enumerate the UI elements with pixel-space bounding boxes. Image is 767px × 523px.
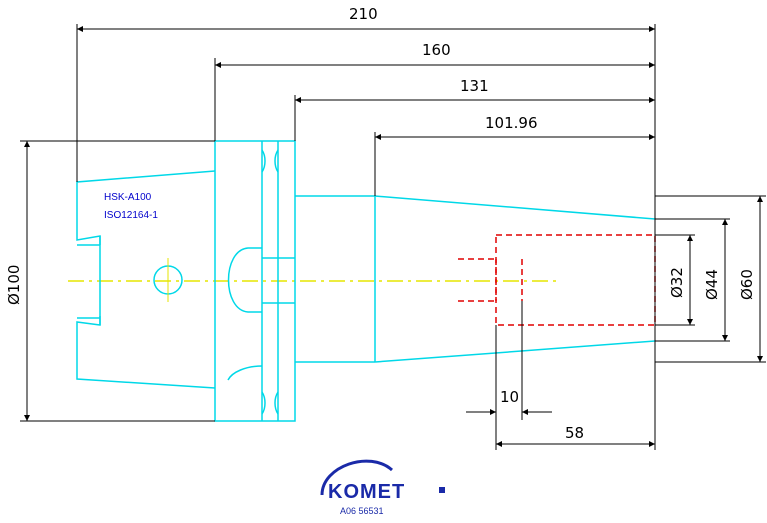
- dim-210: 210: [349, 5, 378, 23]
- nose-taper-bottom: [374, 340, 656, 363]
- dim-dia100: Ø100: [5, 265, 23, 305]
- spec-label-hsk: HSK-A100: [104, 192, 152, 203]
- flange: [214, 140, 296, 422]
- komet-logo: KOMET: [320, 459, 445, 503]
- hidden-bore: [458, 234, 656, 326]
- nose-taper-top: [374, 195, 656, 220]
- dim-160: 160: [422, 41, 451, 59]
- dim-131: 131: [460, 77, 489, 95]
- dim-dia60: Ø60: [738, 269, 756, 300]
- dim-dia44: Ø44: [703, 269, 721, 300]
- drawing-number: A06 56531: [340, 506, 384, 516]
- holder-outline: [76, 140, 656, 422]
- brand-name: KOMET: [328, 481, 405, 503]
- hsk-taper: [76, 170, 216, 389]
- dim-10: 10: [500, 388, 519, 406]
- dim-58: 58: [565, 424, 584, 442]
- spec-label-iso: ISO12164-1: [104, 210, 158, 221]
- dim-101-96: 101.96: [485, 114, 538, 132]
- drive-slot: [227, 247, 262, 313]
- dim-dia32: Ø32: [668, 267, 686, 298]
